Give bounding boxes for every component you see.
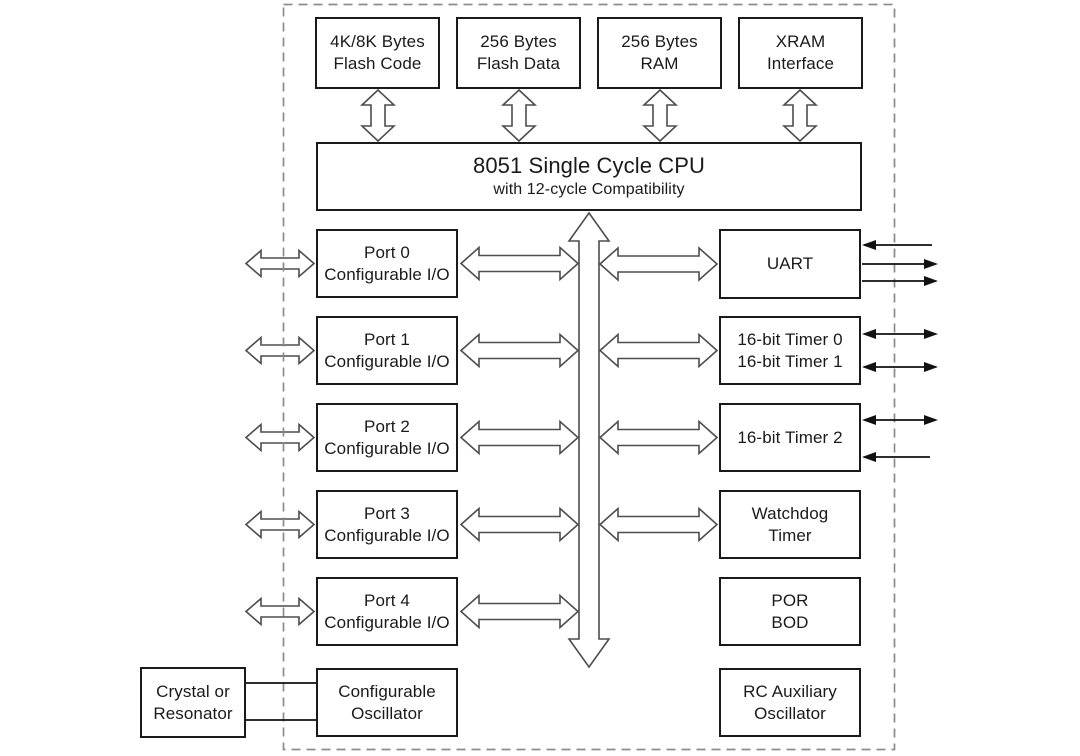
block-label: Flash Code bbox=[333, 54, 422, 73]
block-flash-data: 256 Bytes Flash Data bbox=[456, 17, 581, 89]
ram-cpu-arrow bbox=[641, 88, 679, 143]
block-label: XRAM bbox=[775, 32, 826, 52]
block-label: Configurable bbox=[338, 681, 436, 701]
port3-external-arrow bbox=[244, 509, 316, 540]
port1-bus-arrow bbox=[459, 332, 580, 369]
block-por-bod: POR BOD bbox=[719, 577, 861, 646]
chip-boundary-dashed-border bbox=[282, 3, 896, 751]
port2-bus-arrow bbox=[459, 419, 580, 456]
block-rc-aux-oscillator: RC Auxiliary Oscillator bbox=[719, 668, 861, 737]
bus-watchdog-arrow bbox=[598, 506, 719, 543]
flash-code-cpu-arrow bbox=[359, 88, 397, 143]
block-ram: 256 Bytes RAM bbox=[597, 17, 722, 89]
block-label: BOD bbox=[771, 612, 809, 632]
block-label: 16-bit Timer 0 bbox=[737, 329, 843, 349]
block-label: Port 1 bbox=[364, 329, 410, 349]
block-uart: UART bbox=[719, 229, 861, 299]
port2-external-arrow bbox=[244, 422, 316, 453]
block-label: 256 Bytes bbox=[621, 32, 698, 52]
block-label: Flash Data bbox=[476, 54, 561, 73]
bus-timer01-arrow bbox=[598, 332, 719, 369]
system-bus-arrow bbox=[567, 211, 611, 669]
block-label: Timer bbox=[768, 525, 812, 545]
cpu-subtitle: with 12-cycle Compatibility bbox=[493, 180, 685, 198]
bus-uart-arrow bbox=[598, 246, 719, 282]
block-watchdog-timer: Watchdog Timer bbox=[719, 490, 861, 559]
block-label: 16-bit Timer 2 bbox=[737, 427, 843, 447]
port4-external-arrow bbox=[244, 596, 316, 627]
cpu-title: 8051 Single Cycle CPU bbox=[473, 153, 705, 179]
block-label: 16-bit Timer 1 bbox=[737, 351, 843, 371]
block-label: RC Auxiliary bbox=[743, 681, 837, 701]
block-label: Oscillator bbox=[754, 703, 826, 723]
block-label: Interface bbox=[766, 54, 835, 73]
block-port4: Port 4 Configurable I/O bbox=[316, 577, 458, 646]
block-label: POR bbox=[771, 590, 809, 610]
port1-external-arrow bbox=[244, 335, 316, 366]
block-label: Watchdog bbox=[751, 503, 829, 523]
block-crystal-resonator: Crystal or Resonator bbox=[140, 667, 246, 738]
port0-external-arrow bbox=[244, 248, 316, 279]
uart-tx-arrow-2 bbox=[862, 276, 938, 286]
block-label: Crystal or bbox=[156, 681, 230, 701]
block-label: Configurable I/O bbox=[324, 438, 450, 458]
block-port0: Port 0 Configurable I/O bbox=[316, 229, 458, 298]
block-timer2: 16-bit Timer 2 bbox=[719, 403, 861, 472]
block-port3: Port 3 Configurable I/O bbox=[316, 490, 458, 559]
block-label: RAM bbox=[640, 54, 679, 73]
port0-bus-arrow bbox=[459, 245, 580, 282]
block-label: 4K/8K Bytes bbox=[330, 32, 425, 52]
block-label: Configurable I/O bbox=[324, 264, 450, 284]
timer2-capture-in-arrow bbox=[862, 452, 930, 462]
block-flash-code: 4K/8K Bytes Flash Code bbox=[315, 17, 440, 89]
port3-bus-arrow bbox=[459, 506, 580, 543]
bus-timer2-arrow bbox=[598, 419, 719, 456]
block-configurable-oscillator: Configurable Oscillator bbox=[316, 668, 458, 737]
block-xram-interface: XRAM Interface bbox=[738, 17, 863, 89]
block-label: Resonator bbox=[153, 703, 233, 723]
block-label: Port 4 bbox=[364, 590, 410, 610]
block-label: Port 0 bbox=[364, 242, 410, 262]
port4-bus-arrow bbox=[459, 593, 580, 630]
block-label: Configurable I/O bbox=[324, 612, 450, 632]
uart-rx-arrow bbox=[862, 240, 932, 250]
block-label: Port 2 bbox=[364, 416, 410, 436]
xram-cpu-arrow bbox=[781, 88, 819, 143]
block-label: Port 3 bbox=[364, 503, 410, 523]
block-port1: Port 1 Configurable I/O bbox=[316, 316, 458, 385]
block-label: Configurable I/O bbox=[324, 525, 450, 545]
block-label: 256 Bytes bbox=[480, 32, 557, 52]
block-port2: Port 2 Configurable I/O bbox=[316, 403, 458, 472]
timer0-io-arrow bbox=[862, 329, 938, 339]
block-label: Oscillator bbox=[351, 703, 423, 723]
block-label: Configurable I/O bbox=[324, 351, 450, 371]
uart-tx-arrow-1 bbox=[862, 259, 938, 269]
block-timer01: 16-bit Timer 0 16-bit Timer 1 bbox=[719, 316, 861, 385]
block-label: UART bbox=[766, 254, 814, 274]
block-cpu: 8051 Single Cycle CPU with 12-cycle Comp… bbox=[316, 142, 862, 211]
timer1-io-arrow bbox=[862, 362, 938, 372]
flash-data-cpu-arrow bbox=[500, 88, 538, 143]
timer2-io-arrow bbox=[862, 415, 938, 425]
